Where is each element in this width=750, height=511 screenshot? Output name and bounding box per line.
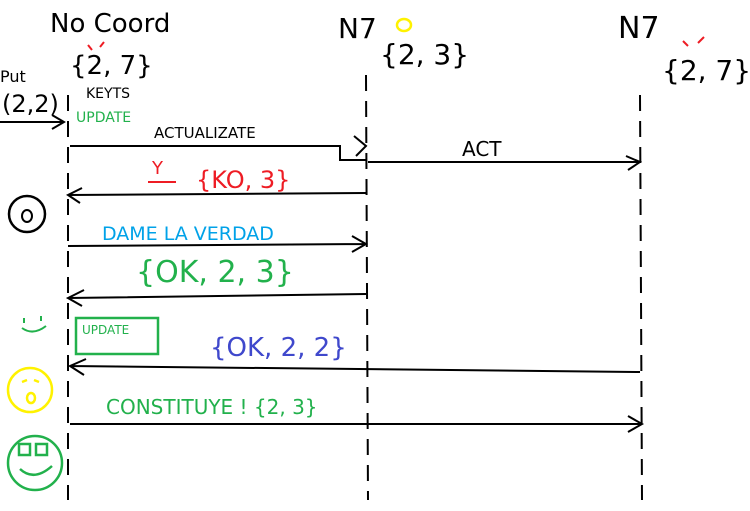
put-value: (2,2) [2,90,59,118]
act-label: ACT [462,137,502,161]
node-n7b-title: N7 [618,11,660,46]
reply-ko-arrow [66,187,367,204]
update-box [74,316,160,356]
put-label: Put [0,67,26,86]
smile-face-icon [21,316,47,333]
act-arrow [368,155,643,171]
node-coord-keys: KEYTS [86,86,130,102]
constituye-label: CONSTITUYE ! {2, 3} [106,395,318,419]
reply-ko-label: {KO, 3} [196,166,290,194]
dame-arrow [67,235,369,253]
lifeline-n7b [639,94,643,501]
reply-ok22-arrow [67,358,641,376]
green-face-icon [6,434,64,492]
red-mark-coord [87,41,105,51]
red-mark-n7b [682,36,705,47]
reply-ok-label: {OK, 2, 3} [136,255,294,290]
update-label: UPDATE [76,110,131,126]
put-arrow [0,114,66,130]
node-coord-state: {2, 7} [70,51,153,81]
update-box-label: UPDATE [82,323,129,337]
yellow-face-icon [6,366,54,414]
node-n7b-state: {2, 7} [662,54,750,87]
node-coord-title: No Coord [50,9,170,39]
yellow-mark-n7a [395,17,413,33]
reply-ko-marker: Y [151,158,164,179]
node-n7a-title: N7 [338,12,377,45]
node-n7a-state: {2, 3} [380,38,469,71]
constituye-arrow [70,415,645,433]
actualizate-label: ACTUALIZATE [154,124,256,142]
actualizate-arrow [70,135,368,161]
reply-ok-arrow [65,289,367,307]
dame-label: DAME LA VERDAD [102,223,274,245]
lifeline-n7a [365,74,369,501]
surprised-face-icon [7,194,47,234]
reply-ok22-label: {OK, 2, 2} [210,333,347,363]
